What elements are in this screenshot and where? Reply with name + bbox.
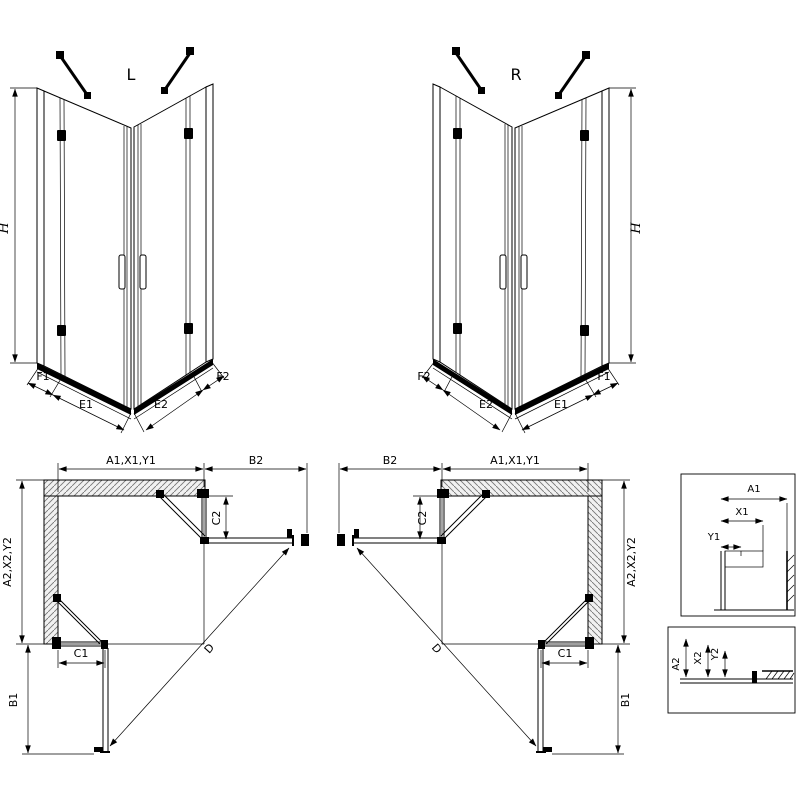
dim-f1-left: F1 bbox=[36, 370, 49, 383]
plan-view-right: B2 A1,X1,Y1 C2 A2,X2,Y2 B1 C1 D bbox=[337, 454, 638, 754]
plan-left-b1-label: B1 bbox=[7, 693, 20, 708]
profile-detail-bottom: A2 X2 Y2 bbox=[667, 626, 796, 714]
plan-left-c2-label: C2 bbox=[210, 511, 223, 526]
perspective-view-right: R H F2 E2 E1 F1 bbox=[417, 47, 644, 433]
dim-e1-right: E1 bbox=[554, 398, 568, 411]
perspective-view-left: L H F1 E1 E2 F2 bbox=[0, 47, 230, 433]
dim-f2-right: F2 bbox=[417, 370, 430, 383]
plan-right-c2-label: C2 bbox=[416, 511, 429, 526]
profile-detail-top: A1 X1 Y1 bbox=[680, 473, 796, 617]
detail-y1-label: Y1 bbox=[707, 532, 720, 543]
detail-top-frame bbox=[680, 473, 796, 617]
detail-x2-label: X2 bbox=[693, 651, 704, 664]
plan-view-left: A1,X1,Y1 B2 C2 A2,X2,Y2 B1 C1 D bbox=[1, 454, 309, 754]
view-title-left: L bbox=[127, 65, 136, 84]
height-dim-label-right: H bbox=[629, 222, 644, 235]
view-title-right: R bbox=[510, 65, 521, 84]
plan-left-top-width-label: A1,X1,Y1 bbox=[106, 454, 156, 467]
dim-f1-right: F1 bbox=[597, 370, 610, 383]
detail-y2-label: Y2 bbox=[710, 648, 721, 661]
plan-right-b2-label: B2 bbox=[383, 454, 398, 467]
detail-x1-label: X1 bbox=[735, 507, 748, 518]
plan-right-top-width-label: A1,X1,Y1 bbox=[490, 454, 540, 467]
plan-right-b1-label: B1 bbox=[619, 693, 632, 708]
plan-right-side-depth-label: A2,X2,Y2 bbox=[625, 537, 638, 587]
plan-left-side-depth-label: A2,X2,Y2 bbox=[1, 537, 14, 587]
plan-left-b2-label: B2 bbox=[249, 454, 264, 467]
height-dim-label-left: H bbox=[0, 222, 12, 235]
dim-f2-left: F2 bbox=[216, 370, 229, 383]
dim-e2-left: E2 bbox=[154, 398, 168, 411]
detail-bottom-frame bbox=[667, 626, 796, 714]
dim-e1-left: E1 bbox=[79, 398, 93, 411]
plan-left-c1-label: C1 bbox=[74, 647, 89, 660]
plan-right-c1-label: C1 bbox=[558, 647, 573, 660]
dim-e2-right: E2 bbox=[479, 398, 493, 411]
detail-a1-label: A1 bbox=[747, 484, 760, 495]
detail-a2-label: A2 bbox=[671, 657, 682, 670]
